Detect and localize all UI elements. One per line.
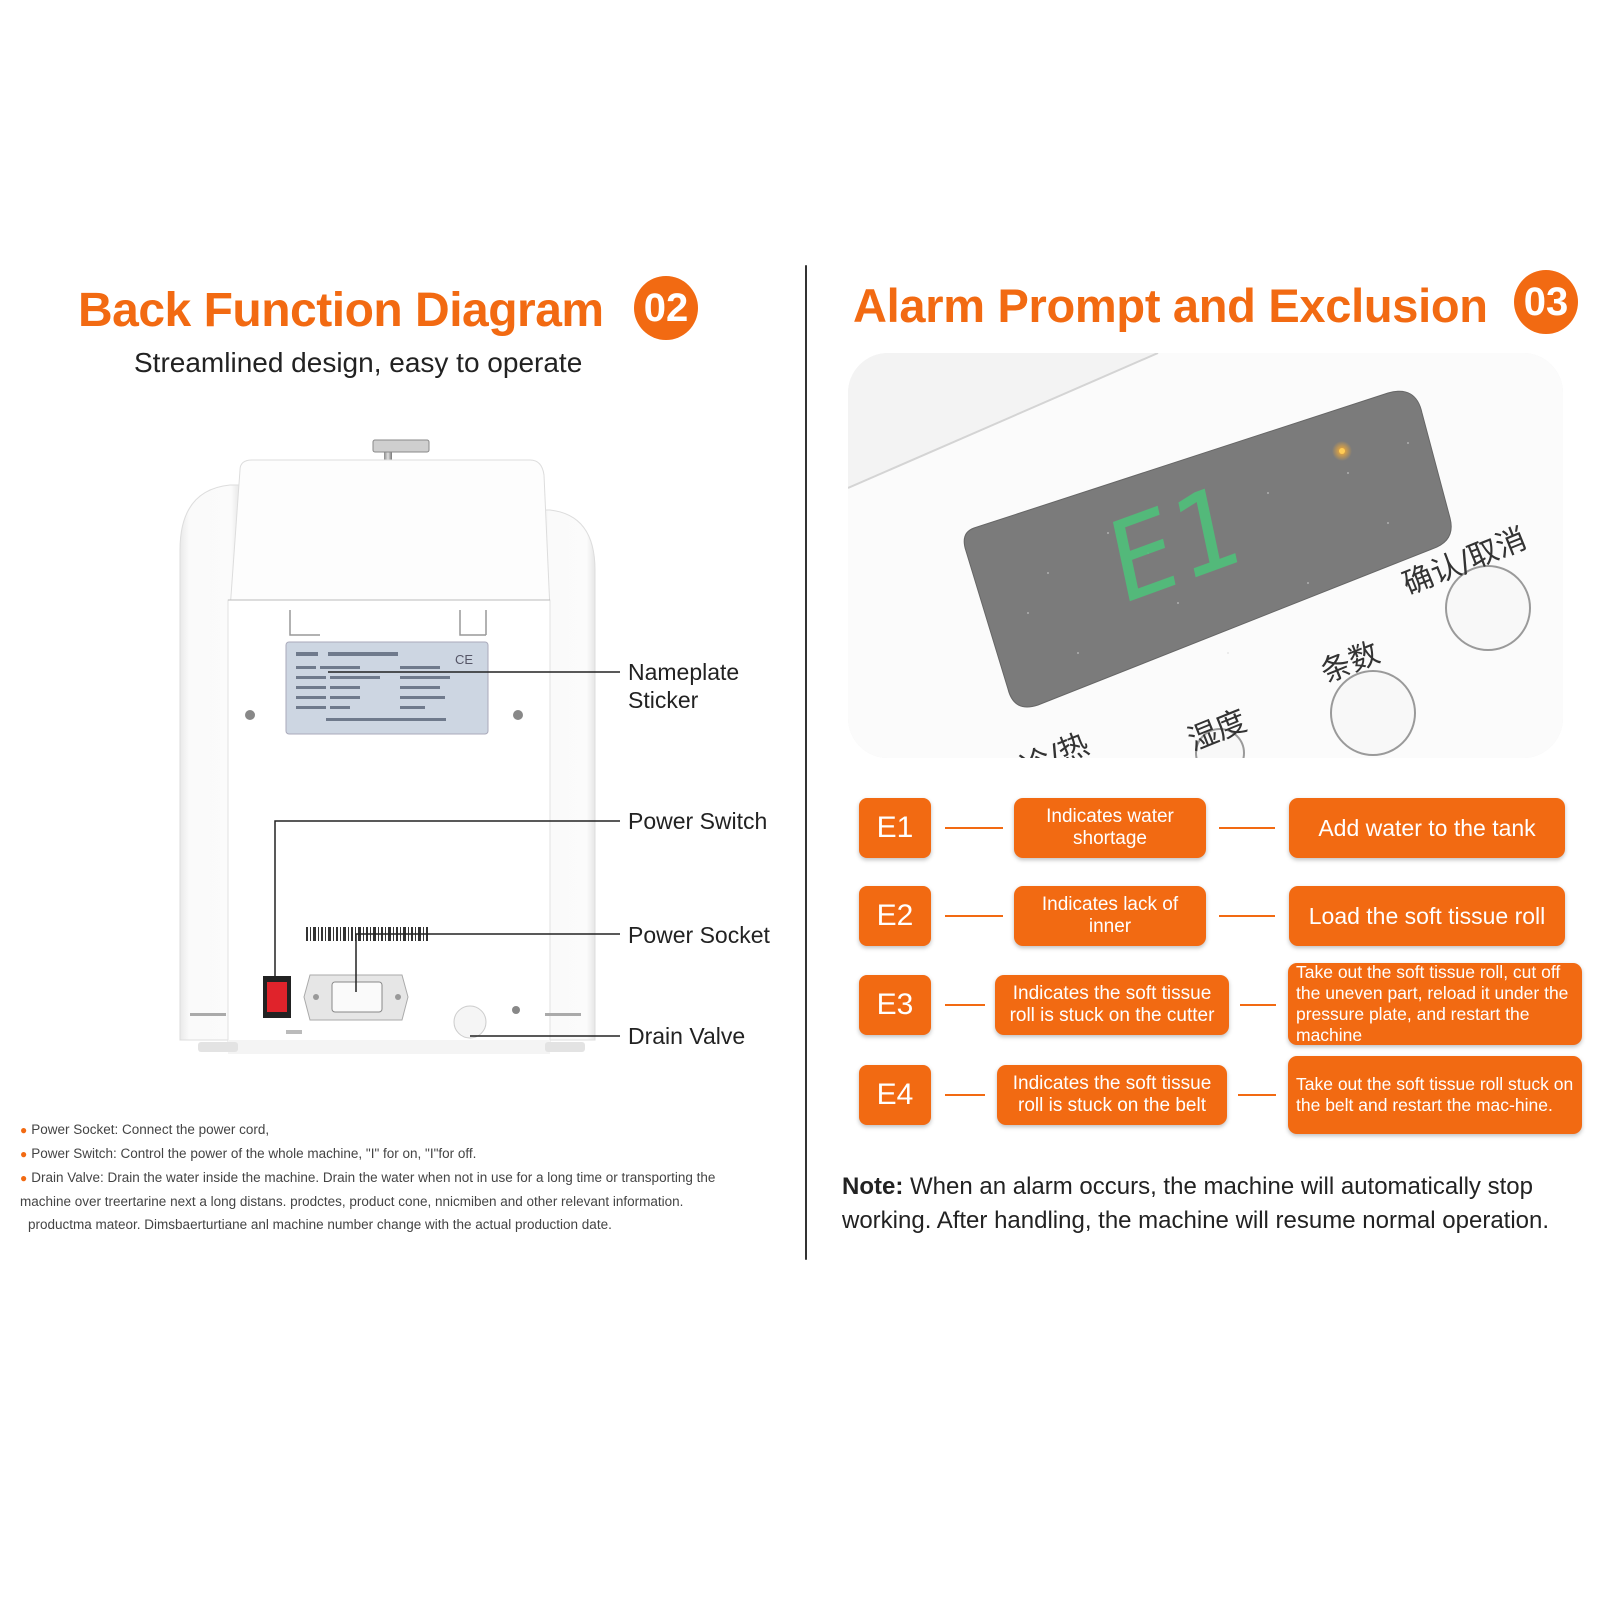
note-item: ●Drain Valve: Drain the water inside the…	[20, 1166, 780, 1190]
note-text: Drain Valve: Drain the water inside the …	[31, 1170, 716, 1185]
note-text: Power Socket: Connect the power cord,	[31, 1122, 270, 1137]
usage-notes: ●Power Socket: Connect the power cord, ●…	[20, 1118, 780, 1236]
top-knob-stem	[384, 444, 392, 466]
count-button	[1330, 670, 1416, 756]
alarm-action-e1: Add water to the tank	[1289, 798, 1565, 858]
bullet-icon: ●	[20, 1147, 28, 1161]
nameplate-callout-line2: Sticker	[628, 687, 699, 713]
power-socket-leader-line	[355, 933, 620, 992]
nameplate-text-lines	[296, 652, 450, 721]
alarm-code-e4: E4	[859, 1065, 931, 1125]
panel-divider	[805, 265, 807, 1260]
power-socket-callout: Power Socket	[628, 922, 770, 948]
note-label: Note:	[842, 1173, 904, 1200]
section-badge-02: 02	[634, 276, 698, 340]
connector-line	[945, 1004, 985, 1006]
drain-valve	[453, 1005, 487, 1039]
screw-icon	[245, 710, 255, 720]
alarm-code-e3: E3	[859, 975, 931, 1035]
ce-mark: CE	[455, 652, 473, 667]
back-diagram-title: Back Function Diagram	[78, 284, 604, 337]
alarm-action-e4: Take out the soft tissue roll stuck on t…	[1288, 1056, 1582, 1134]
alarm-desc-e4: Indicates the soft tissue roll is stuck …	[997, 1065, 1227, 1125]
connector-line	[1240, 1004, 1276, 1006]
alarm-code-e2: E2	[859, 886, 931, 946]
note-item: ●Power Socket: Connect the power cord,	[20, 1118, 780, 1142]
confirm-cancel-button	[1445, 565, 1531, 651]
alarm-desc-e2: Indicates lack of inner	[1014, 886, 1206, 946]
power-socket-inlet	[331, 981, 383, 1013]
connector-line	[945, 1094, 985, 1096]
note-item-continued: machine over treertarine next a long dis…	[20, 1190, 780, 1213]
note-text: Power Switch: Control the power of the w…	[31, 1146, 477, 1161]
alarm-note: Note: When an alarm occurs, the machine …	[842, 1170, 1582, 1238]
note-item: ●Power Switch: Control the power of the …	[20, 1142, 780, 1166]
power-switch-rocker	[267, 982, 287, 1012]
nameplate-callout-line1: Nameplate	[628, 659, 740, 685]
drain-valve-callout: Drain Valve	[628, 1023, 746, 1049]
bullet-icon: ●	[20, 1123, 28, 1137]
section-badge-03: 03	[1514, 270, 1578, 334]
back-diagram-subtitle: Streamlined design, easy to operate	[134, 347, 583, 378]
note-text: When an alarm occurs, the machine will a…	[842, 1173, 1550, 1234]
connector-line	[1219, 915, 1275, 917]
screw-icon	[513, 710, 523, 720]
nameplate-sticker	[285, 641, 489, 735]
alarm-action-e2: Load the soft tissue roll	[1289, 886, 1565, 946]
note-text: productma mateor. Dimsbaerturtiane anl m…	[28, 1217, 612, 1232]
alarm-action-e3: Take out the soft tissue roll, cut off t…	[1288, 962, 1582, 1045]
note-text: machine over treertarine next a long dis…	[20, 1194, 684, 1209]
connector-line	[945, 915, 1003, 917]
screw-icon	[512, 1006, 520, 1014]
control-panel-photo: E1 确认/取消 条数 湿度 冷/热	[848, 353, 1563, 758]
alarm-desc-e3: Indicates the soft tissue roll is stuck …	[995, 975, 1229, 1035]
power-switch-leader-line	[274, 820, 620, 976]
led-display	[963, 390, 1452, 708]
connector-line	[1219, 827, 1275, 829]
top-knob	[372, 439, 430, 453]
power-switch-callout: Power Switch	[628, 808, 768, 834]
note-item-continued: productma mateor. Dimsbaerturtiane anl m…	[20, 1213, 780, 1236]
alarm-code-e1: E1	[859, 798, 931, 858]
connector-line	[1238, 1094, 1276, 1096]
nameplate-callout: Nameplate Sticker	[628, 658, 739, 714]
alarm-title: Alarm Prompt and Exclusion	[853, 279, 1488, 332]
alarm-desc-e1: Indicates water shortage	[1014, 798, 1206, 858]
connector-line	[945, 827, 1003, 829]
machine-back-illustration: CE	[179, 439, 620, 1054]
control-panel-illustration: E1 确认/取消 条数 湿度 冷/热	[848, 353, 1563, 758]
humidity-button	[1195, 728, 1245, 758]
bullet-icon: ●	[20, 1171, 28, 1185]
